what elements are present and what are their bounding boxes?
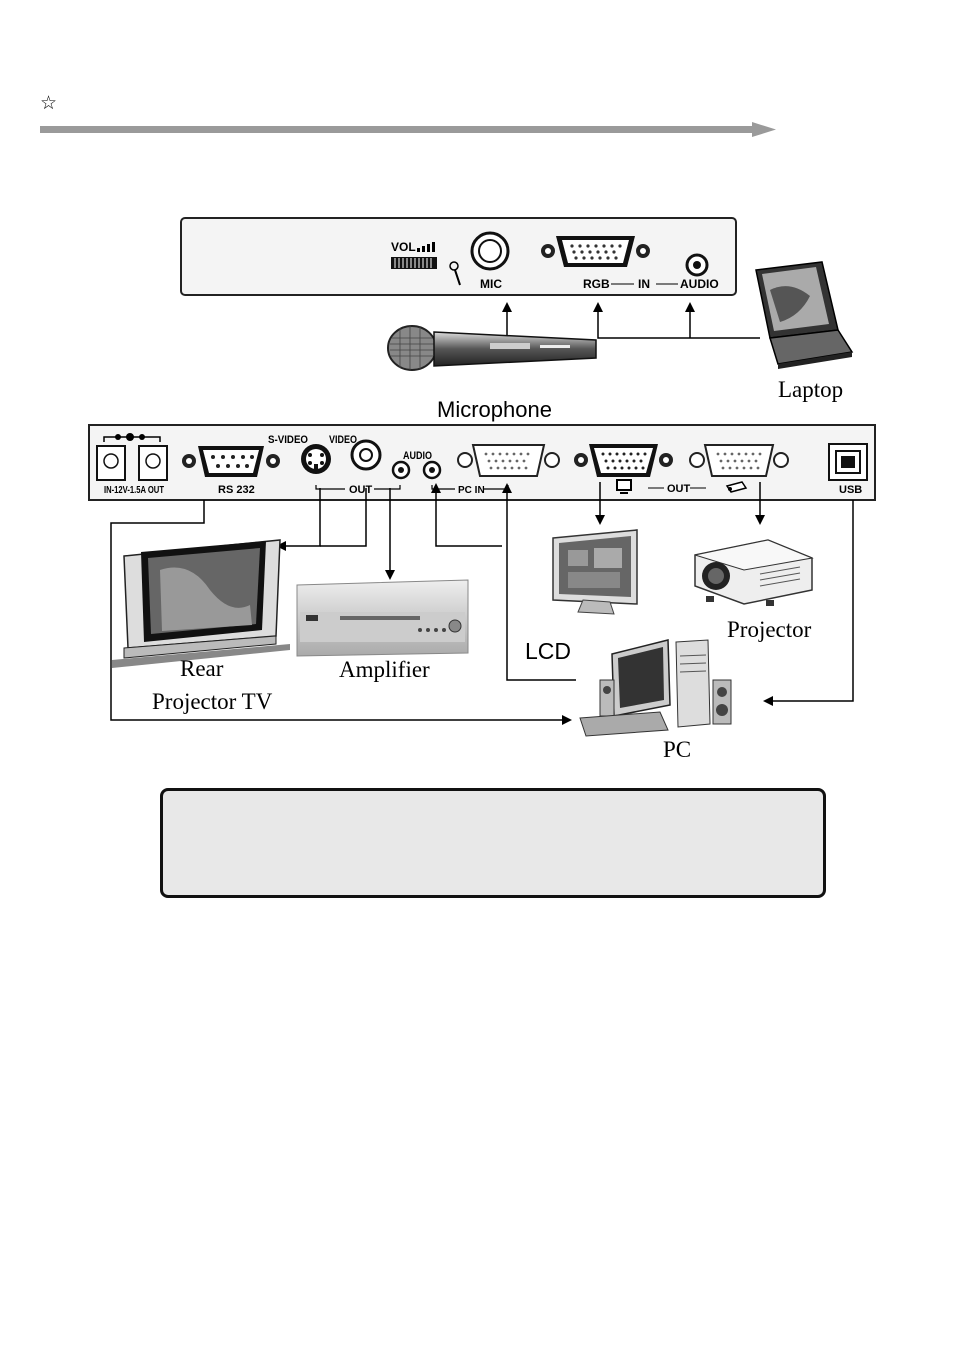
svideo-jack	[301, 444, 331, 474]
svideo-label: S-VIDEO	[268, 434, 308, 446]
lcd-monitor-image	[552, 529, 638, 615]
microphone-label: Microphone	[437, 397, 552, 422]
rs232-label: RS 232	[218, 484, 255, 496]
audio-out-jack	[391, 460, 411, 480]
mic-small-icon	[449, 261, 461, 286]
note-box	[160, 788, 826, 898]
audio-in-jack-bottom	[422, 460, 442, 480]
mic-jack	[470, 231, 510, 271]
pc-in-port	[457, 444, 560, 477]
power-label: IN-12V-1.5A OUT	[104, 485, 164, 496]
usb-label: USB	[839, 484, 862, 496]
laptop-label: Laptop	[778, 377, 843, 402]
connection-diagram: VOL MIC	[88, 217, 876, 762]
section-divider-arrow	[40, 122, 776, 137]
top-connections	[502, 302, 760, 339]
mic-label: MIC	[480, 277, 502, 291]
rear-projector-tv-image	[112, 539, 290, 668]
top-panel: VOL MIC	[180, 217, 737, 296]
video-jack	[350, 439, 382, 471]
rs232-port	[182, 446, 280, 477]
projector-icon	[725, 481, 748, 493]
bottom-connections	[110, 482, 854, 725]
amplifier-image	[296, 579, 469, 657]
in-label: IN	[638, 277, 650, 291]
laptop-image	[755, 261, 854, 369]
rear-label: Rear	[180, 656, 224, 681]
monitor-icon	[616, 479, 632, 494]
rgb-label: RGB	[583, 277, 610, 291]
projector-image	[694, 539, 814, 606]
bottom-panel: IN-12V-1.5A OUT RS 232 S-VIDEO VIDEO AUD…	[88, 424, 876, 501]
usb-port	[828, 443, 868, 481]
projector-tv-label: Projector TV	[152, 689, 273, 714]
audio-label-bottom: AUDIO	[403, 450, 432, 462]
projector-out-port	[689, 444, 789, 477]
star-icon: ☆	[40, 92, 58, 114]
display-out-label: OUT	[667, 483, 691, 495]
video-label: VIDEO	[329, 434, 357, 446]
audio-label-top: AUDIO	[680, 277, 719, 291]
av-out-label: OUT	[349, 484, 373, 496]
pc-in-label: PC IN	[458, 485, 485, 496]
amplifier-label: Amplifier	[339, 657, 430, 682]
pc-image	[579, 639, 732, 737]
rgb-in-port	[541, 236, 650, 267]
monitor-out-port	[574, 444, 673, 477]
volume-level-icon	[417, 242, 435, 252]
volume-slider	[391, 257, 437, 269]
pc-label: PC	[663, 737, 691, 762]
audio-in-jack	[685, 253, 709, 277]
projector-label: Projector	[727, 617, 812, 642]
vol-label: VOL	[391, 240, 416, 254]
dc-polarity-icon	[103, 433, 161, 442]
power-jack	[96, 433, 168, 481]
lcd-label: LCD	[525, 638, 571, 664]
microphone-image	[387, 325, 597, 371]
